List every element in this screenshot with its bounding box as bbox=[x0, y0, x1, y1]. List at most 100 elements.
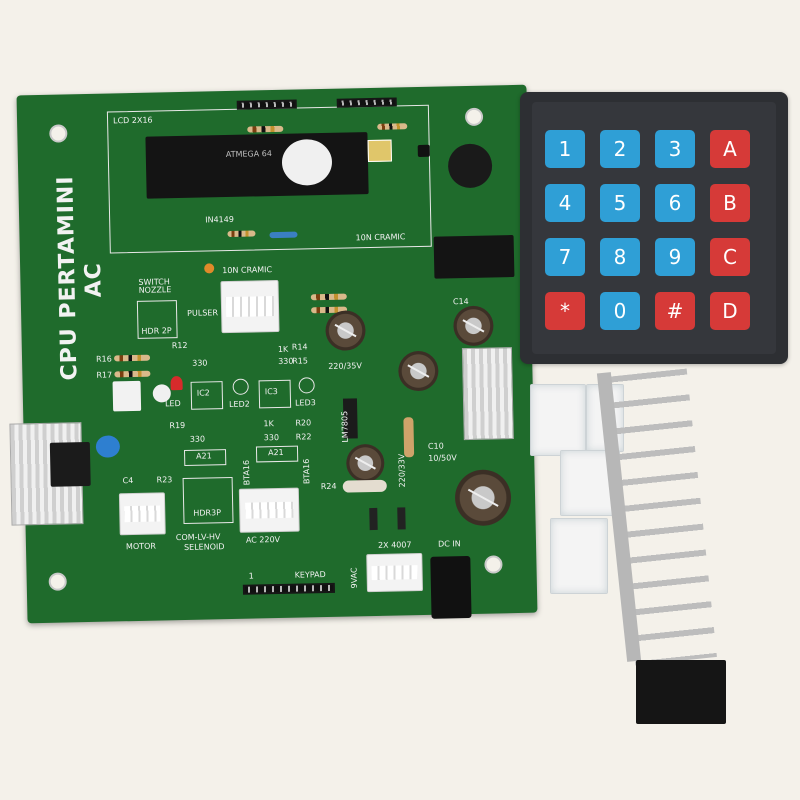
buzzer bbox=[447, 143, 493, 189]
resistor-r16 bbox=[113, 354, 151, 362]
capacitor-large bbox=[454, 469, 512, 527]
r22-label: R22 bbox=[295, 432, 312, 442]
lcd-header bbox=[236, 99, 297, 110]
mount-hole bbox=[48, 572, 67, 591]
led2-label: LED2 bbox=[228, 399, 250, 410]
r19-value: 330 bbox=[189, 434, 206, 444]
keypad-key[interactable]: 6 bbox=[655, 184, 695, 222]
board-subtitle: AC bbox=[81, 261, 107, 298]
keypad-key[interactable]: 2 bbox=[600, 130, 640, 168]
c4-label: C4 bbox=[122, 476, 134, 486]
bta-label-2: BTA16 bbox=[301, 458, 312, 485]
keypad-header bbox=[242, 582, 336, 595]
diode-2 bbox=[397, 507, 406, 530]
resistor-r7 bbox=[227, 230, 256, 238]
keypad-key[interactable]: C bbox=[710, 238, 750, 276]
resistor-r24 bbox=[342, 479, 387, 493]
keypad-key[interactable]: 4 bbox=[545, 184, 585, 222]
dc-in-label: DC IN bbox=[437, 539, 461, 549]
ac-connector bbox=[238, 487, 300, 533]
resistor-r11 bbox=[310, 293, 347, 301]
cap-c3-label: 10N CRAMIC bbox=[222, 265, 273, 276]
diode-label: IN4149 bbox=[205, 214, 234, 225]
switch-nozzle-label: SWITCH NOZZLE bbox=[138, 277, 172, 295]
board-title: CPU PERTAMINI bbox=[53, 175, 83, 381]
pcb-board: CPU PERTAMINI AC LCD 2X16 ATMEGA 64 IN41… bbox=[9, 84, 538, 624]
keypad-key[interactable]: * bbox=[545, 292, 585, 330]
keypad-key[interactable]: 1 bbox=[545, 130, 585, 168]
r20-label: R20 bbox=[295, 418, 312, 428]
keypad-key[interactable]: D bbox=[710, 292, 750, 330]
mount-hole bbox=[484, 555, 503, 574]
crystal bbox=[367, 139, 392, 163]
r12-value: 330 bbox=[192, 358, 208, 368]
keypad-key[interactable]: 8 bbox=[600, 238, 640, 276]
vac-connector bbox=[366, 553, 423, 593]
r17-label: R17 bbox=[96, 370, 113, 380]
transistor bbox=[417, 144, 430, 158]
r20-value: 1K bbox=[263, 419, 274, 429]
resistor-r2 bbox=[377, 123, 408, 130]
resistor-blue bbox=[269, 231, 298, 239]
cap-c2-label: 10N CRAMIC bbox=[355, 232, 406, 243]
bta-label-1: BTA16 bbox=[241, 459, 252, 486]
isp-box-header bbox=[433, 235, 515, 279]
r16-label: R16 bbox=[95, 354, 112, 364]
mount-hole bbox=[49, 124, 68, 143]
keypad-key[interactable]: A bbox=[710, 130, 750, 168]
diodes-label: 2X 4007 bbox=[377, 540, 412, 550]
keypad-key[interactable]: B bbox=[710, 184, 750, 222]
led3-label: LED3 bbox=[294, 398, 316, 408]
hdr2p-label: HDR 2P bbox=[141, 326, 172, 336]
lcd-header bbox=[336, 97, 397, 108]
led-label: LED bbox=[164, 399, 181, 409]
r19-label: R19 bbox=[169, 420, 186, 431]
mount-hole bbox=[464, 107, 484, 127]
ic2-label: IC2 bbox=[196, 388, 210, 398]
heatsink-right bbox=[461, 347, 514, 441]
cap-10-50-label: 10/50V bbox=[428, 453, 457, 463]
mcu-label: ATMEGA 64 bbox=[225, 149, 272, 160]
keypad-key[interactable]: 3 bbox=[655, 130, 695, 168]
a21-label: A21 bbox=[196, 451, 212, 461]
vac-label: 9VAC bbox=[349, 567, 359, 589]
capacitor-220-33 bbox=[345, 443, 385, 483]
keypad-label: KEYPAD bbox=[294, 570, 326, 580]
keypad-key[interactable]: # bbox=[655, 292, 695, 330]
keypad-key[interactable]: 5 bbox=[600, 184, 640, 222]
diode-1 bbox=[369, 507, 378, 531]
mcu-chip bbox=[145, 132, 369, 199]
led-red bbox=[170, 375, 183, 391]
keypad-key[interactable]: 9 bbox=[655, 238, 695, 276]
power-resistor bbox=[403, 417, 415, 458]
r24-label: R24 bbox=[320, 481, 337, 492]
reg-label: LM7805 bbox=[340, 410, 350, 443]
a21-label-2: A21 bbox=[267, 447, 284, 458]
r14-label: R14 bbox=[291, 342, 308, 352]
regulator-left bbox=[49, 441, 91, 487]
optocoupler bbox=[112, 380, 142, 412]
ic3-label: IC3 bbox=[264, 386, 278, 397]
lcd-label: LCD 2X16 bbox=[112, 115, 153, 126]
r12-label: R12 bbox=[171, 340, 188, 351]
r14-value: 1K bbox=[277, 344, 289, 354]
ceramic-cap-c3 bbox=[204, 263, 215, 274]
c14-label: C14 bbox=[452, 296, 469, 307]
c10-label: C10 bbox=[427, 441, 444, 451]
led2-outline bbox=[232, 378, 249, 395]
pulser-label: PULSER bbox=[187, 308, 219, 318]
r22-value: 330 bbox=[263, 432, 280, 443]
blue-capacitor bbox=[95, 435, 121, 458]
pulser-connector bbox=[220, 279, 280, 334]
capacitor-c14 bbox=[453, 305, 494, 347]
r23-label: R23 bbox=[156, 475, 173, 485]
keypad-key[interactable]: 0 bbox=[600, 292, 640, 330]
cap-220-33-label: 220/33V bbox=[397, 453, 407, 488]
pin1-label: 1 bbox=[248, 571, 254, 581]
keypad-key[interactable]: 7 bbox=[545, 238, 585, 276]
led3-outline bbox=[298, 377, 315, 394]
connector-housing bbox=[550, 518, 608, 594]
motor-connector bbox=[118, 492, 166, 536]
capacitor-220uf bbox=[325, 310, 366, 351]
motor-label: MOTOR bbox=[125, 541, 157, 552]
